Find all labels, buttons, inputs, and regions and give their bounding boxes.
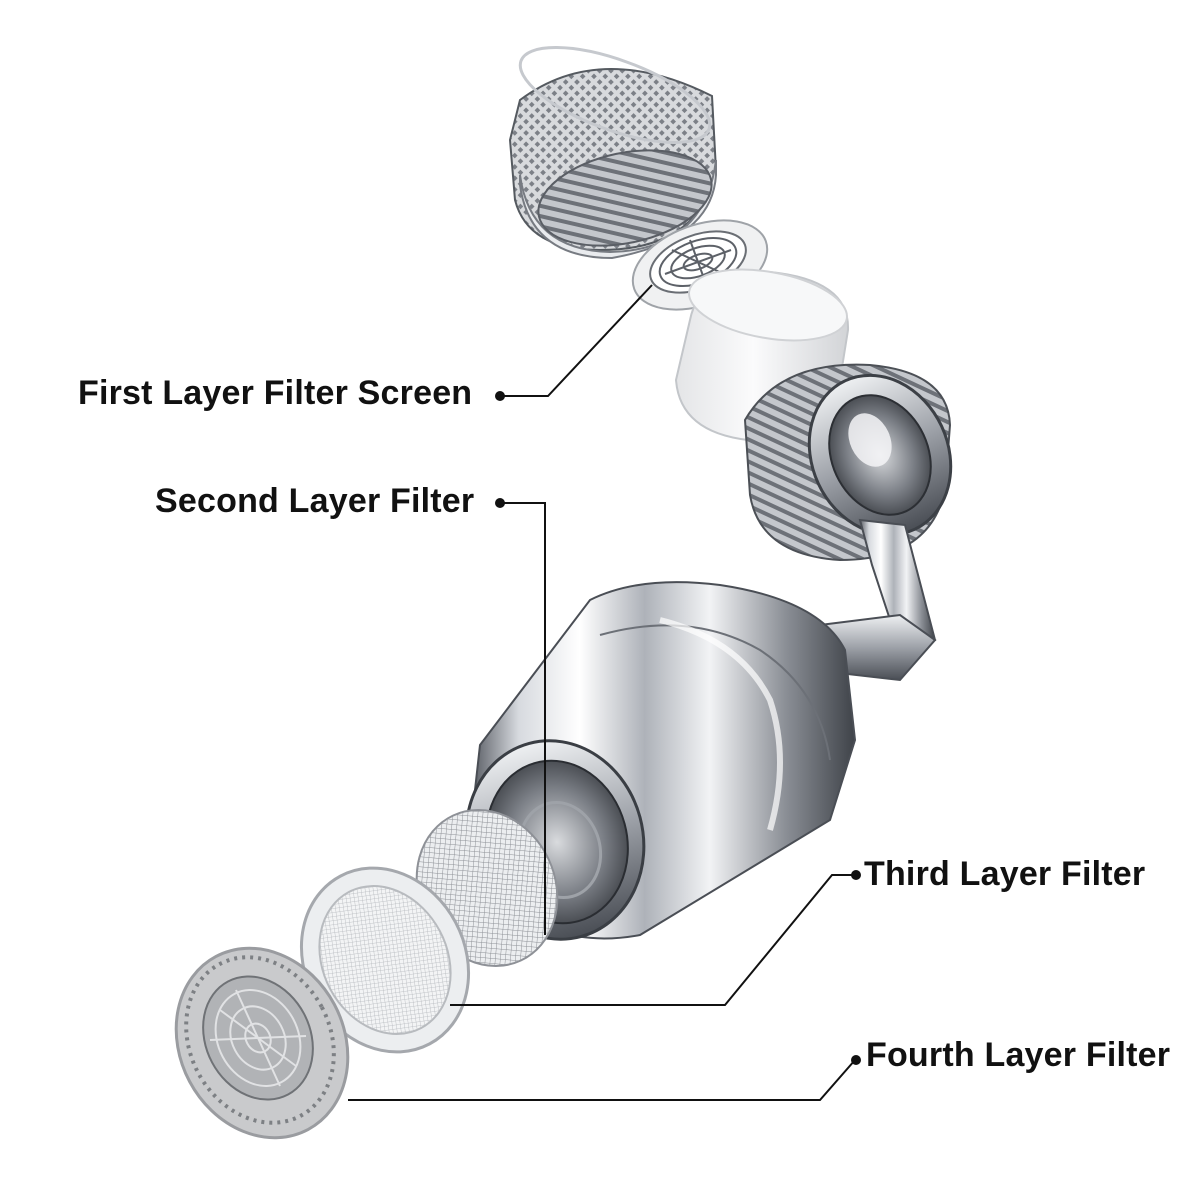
- label-second-layer-filter: Second Layer Filter: [155, 482, 475, 520]
- fourth-layer-filter: [174, 946, 350, 1140]
- leader-dot-second: [495, 498, 505, 508]
- third-layer-filter: [299, 866, 471, 1054]
- leader-line-first: [500, 284, 653, 397]
- leader-line-third: [450, 874, 855, 1006]
- leader-dot-first: [495, 391, 505, 401]
- leader-lines: [348, 284, 856, 1101]
- white-filter-cartridge: [674, 268, 850, 442]
- label-third-layer-filter: Third Layer Filter: [864, 855, 1146, 893]
- leader-dots: [495, 391, 861, 1065]
- label-fourth-layer-filter: Fourth Layer Filter: [866, 1036, 1171, 1074]
- leader-dot-fourth: [851, 1055, 861, 1065]
- leader-line-fourth: [348, 1059, 856, 1101]
- label-first-layer-filter-screen: First Layer Filter Screen: [78, 374, 473, 412]
- knurled-nut: [508, 46, 718, 260]
- leader-line-second: [500, 502, 546, 935]
- leader-dot-third: [851, 870, 861, 880]
- threaded-swivel-head: [743, 363, 953, 562]
